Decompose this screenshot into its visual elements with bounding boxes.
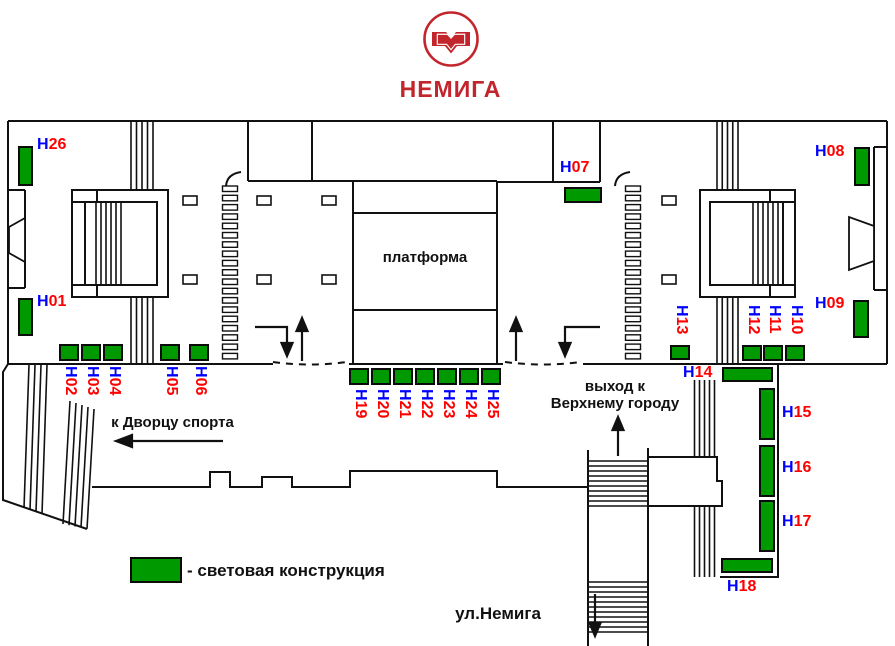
- light-construction-H07: [564, 187, 602, 203]
- escalator-blocks: [71, 189, 796, 298]
- sign-label-H05: H05: [163, 366, 180, 396]
- exit-upper-line1: выход к: [584, 378, 646, 395]
- sign-label-H02: H02: [62, 366, 79, 396]
- arrow-down-right: [563, 325, 600, 344]
- sign-label-H17: H17: [782, 513, 812, 530]
- light-construction-H22: [415, 368, 435, 385]
- arrow-down-left: [255, 325, 289, 344]
- sign-label-H25: H25: [484, 389, 501, 419]
- sign-label-H11: H11: [766, 305, 783, 334]
- legend-label: - световая конструкция: [187, 561, 385, 580]
- platform-label: платформа: [382, 249, 468, 266]
- light-construction-H11: [763, 345, 783, 361]
- light-construction-H17: [759, 500, 775, 552]
- light-construction-H01: [18, 298, 33, 336]
- light-construction-H15: [759, 388, 775, 440]
- sign-label-H18: H18: [727, 578, 757, 595]
- light-construction-H23: [437, 368, 457, 385]
- sign-label-H23: H23: [440, 389, 457, 419]
- station-name: НЕМИГА: [399, 76, 502, 102]
- sign-label-H24: H24: [462, 389, 479, 419]
- light-construction-H04: [103, 344, 123, 361]
- metro-logo-icon: [420, 10, 482, 70]
- light-construction-H08: [854, 147, 870, 186]
- light-construction-H02: [59, 344, 79, 361]
- platform-edge-dashes: [272, 361, 582, 366]
- light-construction-H06: [189, 344, 209, 361]
- light-construction-H10: [785, 345, 805, 361]
- comb-staircases: [221, 185, 642, 360]
- sign-label-H13: H13: [673, 305, 690, 335]
- light-construction-H19: [349, 368, 369, 385]
- light-construction-H09: [853, 300, 869, 338]
- light-construction-H20: [371, 368, 391, 385]
- wall-niches: [8, 215, 875, 272]
- sign-label-H14: H14: [683, 364, 713, 381]
- exit-sports-palace-label: к Дворцу спорта: [111, 414, 234, 431]
- light-construction-H03: [81, 344, 101, 361]
- sign-label-H20: H20: [374, 389, 391, 419]
- legend-lightbox-swatch: [130, 557, 182, 583]
- sign-label-H22: H22: [418, 389, 435, 419]
- light-construction-H21: [393, 368, 413, 385]
- sign-label-H07: H07: [560, 159, 590, 176]
- logo-mark: [432, 32, 470, 54]
- sign-label-H01: H01: [37, 293, 67, 310]
- exit-upper-town-label: выход к Верхнему городу: [540, 378, 690, 413]
- exit-upper-line2: Верхнему городу: [550, 394, 680, 412]
- sign-label-H08: H08: [815, 143, 845, 160]
- sign-label-H16: H16: [782, 459, 812, 476]
- sign-label-H21: H21: [396, 389, 413, 419]
- sign-label-H09: H09: [815, 295, 845, 312]
- sign-label-H15: H15: [782, 404, 812, 421]
- light-construction-H13: [670, 345, 690, 360]
- sign-label-H12: H12: [745, 305, 762, 335]
- sign-label-H06: H06: [192, 366, 209, 396]
- light-construction-H16: [759, 445, 775, 497]
- light-construction-H14: [722, 367, 773, 382]
- sign-label-H04: H04: [106, 366, 123, 396]
- columns: [182, 195, 677, 285]
- sign-label-H10: H10: [788, 305, 805, 335]
- escalator-and-stair-lines: [23, 121, 779, 633]
- light-construction-H05: [160, 344, 180, 361]
- sign-label-H19: H19: [352, 389, 369, 419]
- light-construction-H25: [481, 368, 501, 385]
- light-construction-H12: [742, 345, 762, 361]
- light-construction-H24: [459, 368, 479, 385]
- sign-label-H03: H03: [84, 366, 101, 396]
- light-construction-H26: [18, 146, 33, 186]
- light-construction-H18: [721, 558, 773, 573]
- street-label: ул.Немига: [455, 604, 541, 623]
- direction-arrows: [112, 315, 626, 639]
- sign-label-H26: H26: [37, 136, 67, 153]
